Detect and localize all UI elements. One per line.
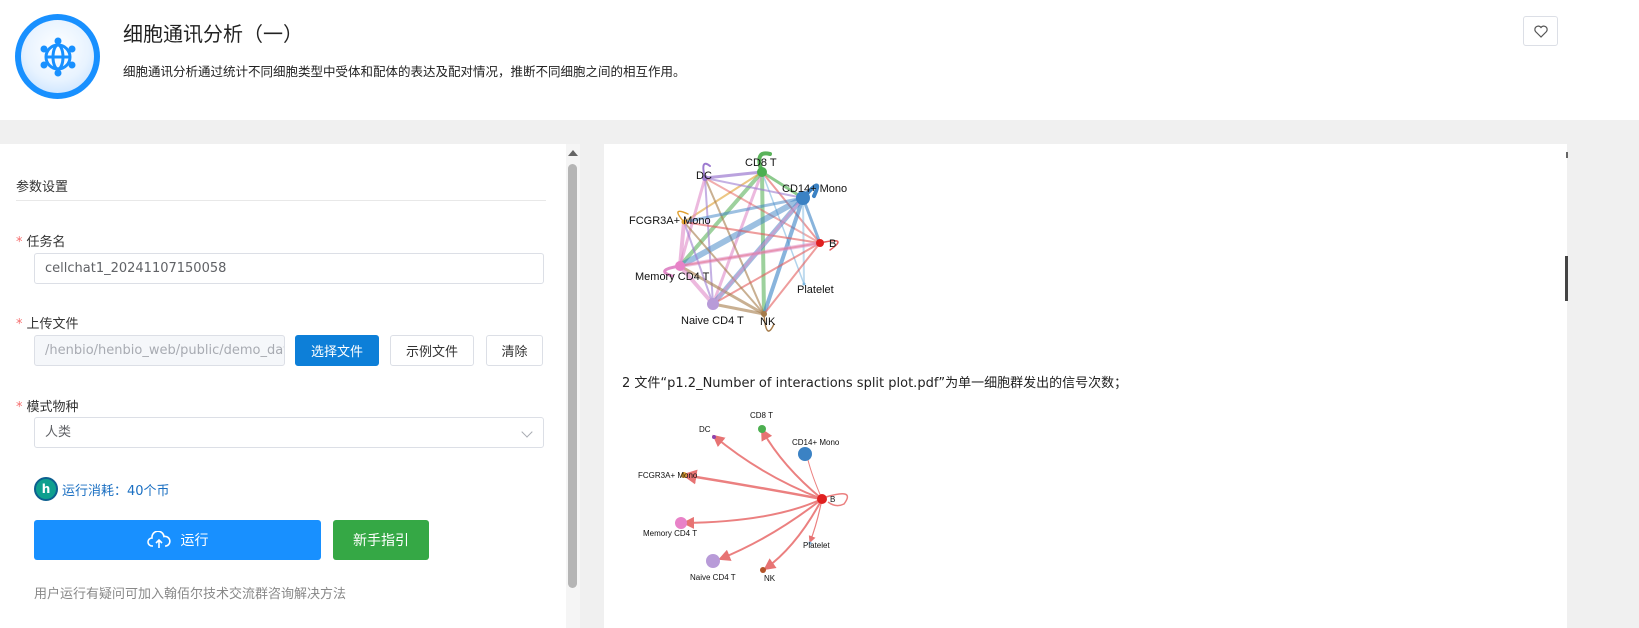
required-mark: * — [16, 235, 23, 250]
required-mark: * — [16, 400, 23, 415]
run-button-label: 运行 — [180, 533, 209, 549]
node-label: CD8 T — [745, 157, 777, 169]
heart-icon — [1533, 25, 1548, 38]
example-file-button[interactable]: 示例文件 — [390, 335, 474, 366]
species-label: *模式物种 — [16, 400, 79, 415]
divider — [16, 200, 546, 201]
beginner-guide-button[interactable]: 新手指引 — [333, 520, 429, 560]
node-label: B — [830, 495, 835, 504]
scrollbar-thumb[interactable] — [568, 164, 577, 588]
network-globe-icon — [40, 37, 75, 76]
species-select[interactable]: 人类 — [34, 417, 544, 448]
choose-file-button[interactable]: 选择文件 — [295, 335, 379, 366]
clear-button[interactable]: 清除 — [486, 335, 543, 366]
required-mark: * — [16, 317, 23, 332]
interaction-split-plot: CD8 T DC CD14+ Mono FCGR3A+ Mono B Memor… — [638, 411, 849, 583]
node-label: FCGR3A+ Mono — [629, 215, 711, 227]
run-cost: h 运行消耗：40个币 — [34, 477, 170, 501]
file-path-input[interactable]: /henbio/henbio_web/public/demo_data — [34, 335, 285, 366]
node-label: CD14+ Mono — [792, 438, 840, 447]
node-label: CD14+ Mono — [782, 183, 847, 195]
node-label: B — [829, 238, 836, 250]
scroll-up-arrow-icon[interactable] — [568, 150, 578, 156]
help-note: 用户运行有疑问可加入翰佰尔技术交流群咨询解决方法 — [34, 587, 347, 602]
node-label: Naive CD4 T — [690, 573, 736, 582]
run-button[interactable]: 运行 — [34, 520, 321, 560]
node-label: Memory CD4 T — [643, 529, 697, 538]
result-panel: CD8 T DC CD14+ Mono FCGR3A+ Mono B Memor… — [604, 144, 1567, 628]
favorite-button[interactable] — [1523, 16, 1558, 46]
task-name-input[interactable]: cellchat1_20241107150058 — [34, 253, 544, 284]
scroll-up-arrow-icon[interactable] — [1566, 152, 1568, 158]
node-label: NK — [764, 574, 776, 583]
node-label: Naive CD4 T — [681, 315, 744, 327]
node-label: Platelet — [803, 541, 830, 550]
page-description: 细胞通讯分析通过统计不同细胞类型中受体和配体的表达及配对情况，推断不同细胞之间的… — [123, 64, 686, 79]
page-header: 细胞通讯分析（一） 细胞通讯分析通过统计不同细胞类型中受体和配体的表达及配对情况… — [0, 0, 1639, 120]
parameter-panel: 参数设置 *任务名 cellchat1_20241107150058 *上传文件… — [0, 144, 580, 628]
scrollbar-thumb[interactable] — [1565, 256, 1568, 301]
run-cost-text: 运行消耗：40个币 — [62, 483, 170, 499]
page-title: 细胞通讯分析（一） — [123, 22, 303, 46]
section-title: 参数设置 — [16, 180, 69, 195]
node-label: NK — [760, 316, 776, 328]
coin-icon: h — [34, 477, 58, 501]
task-name-label: *任务名 — [16, 235, 66, 250]
app-logo — [15, 14, 100, 99]
node-label: Platelet — [797, 284, 834, 296]
node-label: CD8 T — [750, 411, 773, 420]
interaction-network-plot: CD8 T DC CD14+ Mono FCGR3A+ Mono B Memor… — [629, 151, 847, 332]
node-label: DC — [699, 425, 711, 434]
node-label: DC — [696, 170, 712, 182]
upload-file-label: *上传文件 — [16, 317, 79, 332]
node-label: FCGR3A+ Mono — [638, 471, 698, 480]
result-description: 2 文件“p1.2_Number of interactions split p… — [622, 376, 1128, 391]
node-label: Memory CD4 T — [635, 271, 710, 283]
chevron-down-icon — [521, 426, 533, 438]
species-value: 人类 — [45, 425, 72, 440]
cloud-upload-icon — [146, 531, 171, 548]
